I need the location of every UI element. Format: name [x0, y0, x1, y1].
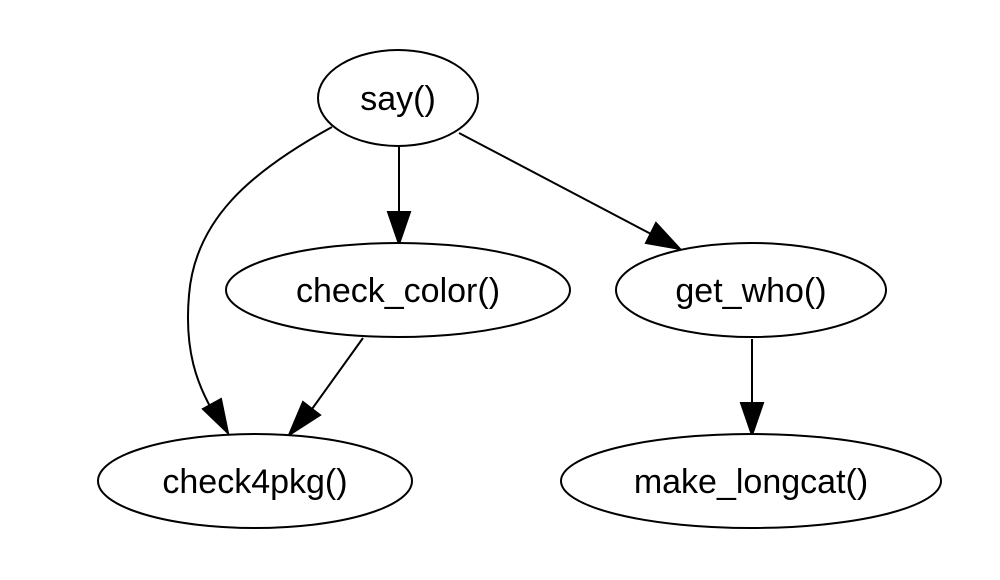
arrowhead-icon: [739, 402, 765, 439]
edge-say-to-check4pkg: [186, 126, 333, 436]
node-check4pkg[interactable]: check4pkg(): [97, 433, 413, 529]
edges: [186, 126, 765, 439]
edge-get-who-to-make-longcat: [739, 339, 765, 439]
node-check-color[interactable]: check_color(): [225, 242, 571, 338]
arrowhead-icon: [644, 221, 683, 251]
edge-say-to-get-who: [458, 132, 683, 251]
node-label-get-who: get_who(): [675, 272, 826, 310]
node-say[interactable]: say(): [317, 49, 479, 147]
edge-say-to-check-color: [386, 147, 412, 248]
node-label-say: say(): [360, 80, 436, 118]
node-label-make-longcat: make_longcat(): [634, 463, 868, 501]
node-get-who[interactable]: get_who(): [615, 242, 887, 338]
edge-check-color-to-check4pkg: [286, 337, 364, 438]
arrowhead-icon: [201, 397, 230, 436]
node-make-longcat[interactable]: make_longcat(): [560, 433, 942, 529]
arrowhead-icon: [286, 400, 322, 438]
arrowhead-icon: [386, 211, 412, 248]
node-label-check-color: check_color(): [296, 272, 500, 310]
node-label-check4pkg: check4pkg(): [162, 463, 347, 501]
